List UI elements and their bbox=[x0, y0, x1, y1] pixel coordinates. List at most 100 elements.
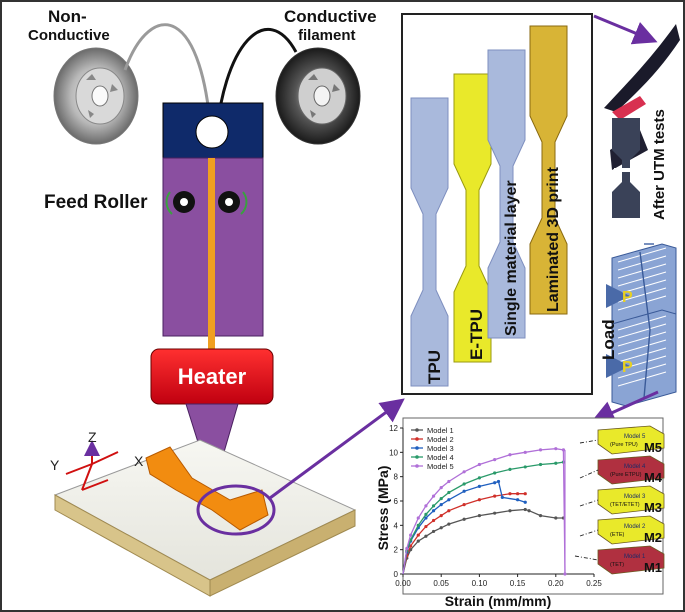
series-point bbox=[527, 509, 531, 513]
series-point bbox=[431, 529, 436, 534]
axis-y-label: Y bbox=[50, 457, 60, 473]
x-tick-label: 0.05 bbox=[433, 579, 449, 588]
x-tick-label: 0.20 bbox=[548, 579, 564, 588]
sample-tag-name: Model 2 bbox=[624, 524, 646, 530]
series-point bbox=[496, 479, 501, 484]
legend-marker bbox=[415, 464, 419, 468]
label-load-p-bottom: P bbox=[622, 359, 633, 376]
series-point bbox=[431, 494, 436, 498]
series-point bbox=[424, 534, 428, 538]
specimens-arrow bbox=[593, 14, 658, 45]
series-line-2 bbox=[402, 493, 526, 575]
sample-tag-leader bbox=[579, 499, 599, 507]
legend-label: Model 5 bbox=[427, 462, 454, 471]
series-point bbox=[516, 498, 520, 502]
load-arrow bbox=[590, 390, 659, 424]
series-point bbox=[523, 465, 527, 469]
series-point bbox=[538, 462, 543, 467]
sample-tag-name: Model 5 bbox=[624, 434, 646, 440]
axis-x-label: X bbox=[134, 453, 144, 469]
series-point bbox=[409, 533, 413, 537]
printed-specimen bbox=[145, 446, 269, 531]
sample-tag-shape bbox=[597, 425, 665, 455]
y-tick-label: 8 bbox=[394, 473, 399, 482]
series-point bbox=[508, 467, 512, 471]
build-plate bbox=[53, 439, 357, 597]
label-conductive-spool: Conductive bbox=[28, 27, 110, 44]
sample-side-label: M4 bbox=[644, 470, 663, 485]
sample-tag-leader bbox=[574, 555, 599, 561]
label-heater: Heater bbox=[178, 364, 247, 389]
legend-label: Model 2 bbox=[427, 435, 454, 444]
sample-tag-sub: (TET/ETET) bbox=[610, 502, 640, 508]
specimen-laminated bbox=[529, 25, 568, 315]
filament-spool-conductive bbox=[275, 47, 361, 145]
series-point bbox=[424, 524, 428, 529]
sample-tag-sub: (Pure TPU) bbox=[610, 442, 638, 448]
utm-specimen-icon bbox=[612, 118, 640, 218]
feed-roller-right bbox=[218, 191, 248, 215]
series-point bbox=[439, 496, 443, 501]
legend-marker bbox=[415, 437, 419, 441]
sample-tag-shape bbox=[597, 455, 665, 485]
axes-indicator bbox=[65, 440, 119, 491]
y-tick-label: 4 bbox=[394, 521, 399, 530]
axis-z-label: Z bbox=[88, 429, 97, 445]
legend-marker bbox=[415, 428, 419, 432]
specimen-single-layer bbox=[487, 49, 526, 339]
series-point bbox=[462, 489, 466, 493]
series-point bbox=[424, 504, 428, 508]
x-tick-label: 0.10 bbox=[472, 579, 488, 588]
x-tick-label: 0.15 bbox=[510, 579, 526, 588]
load-illustration bbox=[606, 243, 677, 407]
series-point bbox=[500, 495, 504, 499]
series-point bbox=[447, 490, 451, 495]
series-point bbox=[416, 516, 420, 520]
label-feed-roller: Feed Roller bbox=[44, 192, 148, 213]
series-point bbox=[508, 509, 512, 513]
series-point bbox=[431, 518, 436, 523]
series-point bbox=[416, 539, 420, 543]
series-point bbox=[554, 516, 558, 520]
series-point bbox=[477, 498, 481, 502]
series-point bbox=[447, 522, 451, 526]
series-point bbox=[462, 503, 466, 507]
series-point bbox=[493, 494, 497, 498]
label-filament: filament bbox=[298, 27, 356, 44]
series-point bbox=[554, 447, 558, 451]
sample-tag-leader bbox=[579, 529, 599, 537]
series-point bbox=[523, 507, 527, 512]
series-point bbox=[447, 479, 451, 484]
series-point bbox=[493, 481, 497, 485]
sample-tag-leader bbox=[579, 469, 599, 479]
series-point bbox=[554, 461, 558, 465]
sample-side-label: M2 bbox=[644, 530, 662, 545]
sample-side-label: M1 bbox=[644, 560, 662, 575]
series-point bbox=[462, 470, 466, 474]
series-point bbox=[477, 484, 481, 488]
label-conductive: Conductive bbox=[284, 7, 377, 26]
series-point bbox=[538, 448, 543, 452]
sample-tag-shape bbox=[597, 485, 665, 515]
specimen-etpu bbox=[453, 73, 492, 363]
series-point bbox=[439, 526, 443, 530]
series-point bbox=[516, 492, 520, 496]
series-point bbox=[439, 503, 443, 507]
series-point bbox=[431, 504, 436, 508]
series-point bbox=[405, 546, 409, 551]
series-point bbox=[477, 476, 481, 480]
label-tpu: TPU bbox=[425, 350, 444, 384]
specimen-tpu bbox=[410, 97, 449, 387]
series-point bbox=[447, 509, 451, 513]
series-point bbox=[508, 492, 512, 496]
label-non: Non- bbox=[48, 7, 87, 26]
sample-tag-shape bbox=[597, 545, 665, 575]
sample-tag-sub: (Pure ETPU) bbox=[610, 472, 642, 478]
series-point bbox=[493, 471, 497, 475]
series-point bbox=[462, 482, 466, 486]
series-point bbox=[493, 511, 497, 515]
sample-tag-name: Model 3 bbox=[624, 494, 646, 500]
